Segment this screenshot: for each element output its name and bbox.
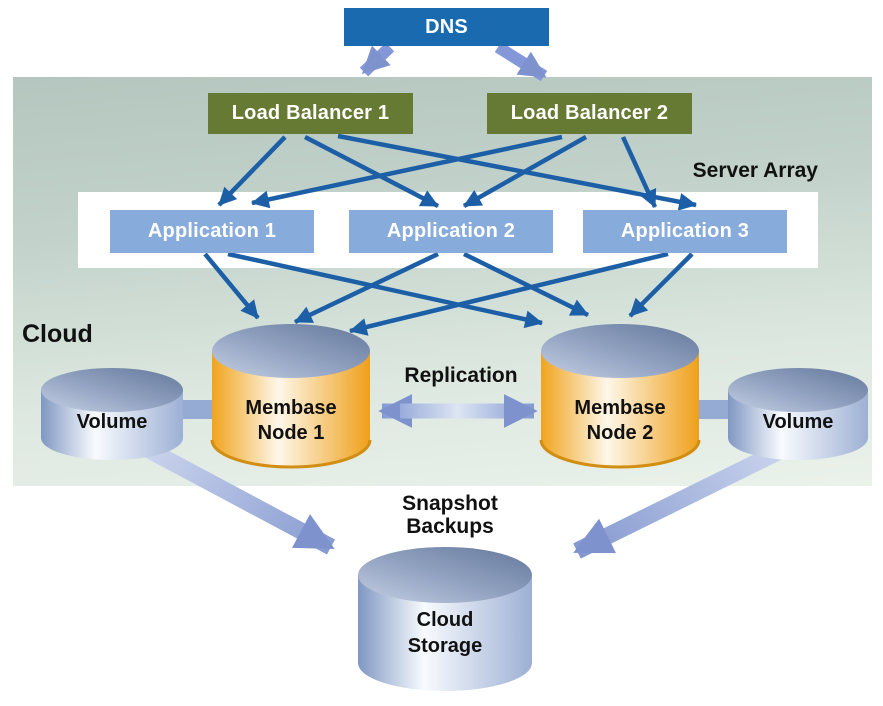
load-balancer-2-box: Load Balancer 2 [487,93,692,134]
cloud-storage-line1: Cloud [416,609,474,631]
membase-node-1-label: Membase Node 1 [213,396,369,446]
lb1-to-app3-arrow [337,133,697,211]
snapshot-arrow-left [133,436,336,555]
lb2-to-app2-arrow [462,135,588,208]
dns-to-lb-arrows [359,41,548,82]
dns-to-lb2-arrow [494,41,548,82]
app3-to-node1-arrow [349,251,669,336]
snapshot-backups-label: Snapshot Backups [350,492,550,538]
snapshot-backups-line1: Snapshot [402,492,498,515]
application-1-box: Application 1 [110,210,314,253]
dns-box: DNS [344,8,549,46]
app2-to-node1-arrow [294,251,439,325]
lb2-to-app1-arrow [251,134,563,209]
membase-node-1-line2: Node 1 [257,422,325,444]
server-array-label: Server Array [692,159,818,182]
volume-connector-left [178,400,216,419]
cloud-label: Cloud [22,320,93,348]
lb-to-app-arrows [217,133,697,211]
snapshot-backups-line2: Backups [406,515,494,538]
app1-to-node1-arrow [203,252,260,320]
lb1-to-app1-arrow [217,135,287,207]
membase-node-2-cylinder [539,324,701,469]
cloud-storage-label: Cloud Storage [367,607,523,659]
replication-label: Replication [404,364,518,387]
membase-node-1-cylinder [210,324,372,469]
cloud-storage-line2: Storage [407,635,483,657]
load-balancer-1-box: Load Balancer 1 [208,93,413,134]
volume-left-label: Volume [76,411,148,433]
volume-connector-right [695,400,731,419]
volume-right-cylinder [728,368,868,460]
membase-node-2-label: Membase Node 2 [542,396,698,446]
volume-left-cylinder [41,368,183,460]
application-3-box: Application 3 [583,210,787,253]
app-to-membase-arrows [203,251,694,336]
membase-node-2-line1: Membase [574,397,666,419]
snapshot-arrow-right [573,437,796,559]
app3-to-node2-arrow [628,252,694,318]
dns-to-lb1-arrow [359,42,395,77]
lb1-to-app2-arrow [303,135,440,208]
membase-node-2-line2: Node 2 [586,422,654,444]
membase-node-1-line1: Membase [245,397,337,419]
volume-right-label: Volume [762,411,834,433]
app2-to-node2-arrow [463,251,589,318]
app1-to-node2-arrow [227,251,543,329]
cloud-storage-cylinder [358,547,532,691]
lb2-to-app3-arrow [620,136,658,208]
application-2-box: Application 2 [349,210,553,253]
